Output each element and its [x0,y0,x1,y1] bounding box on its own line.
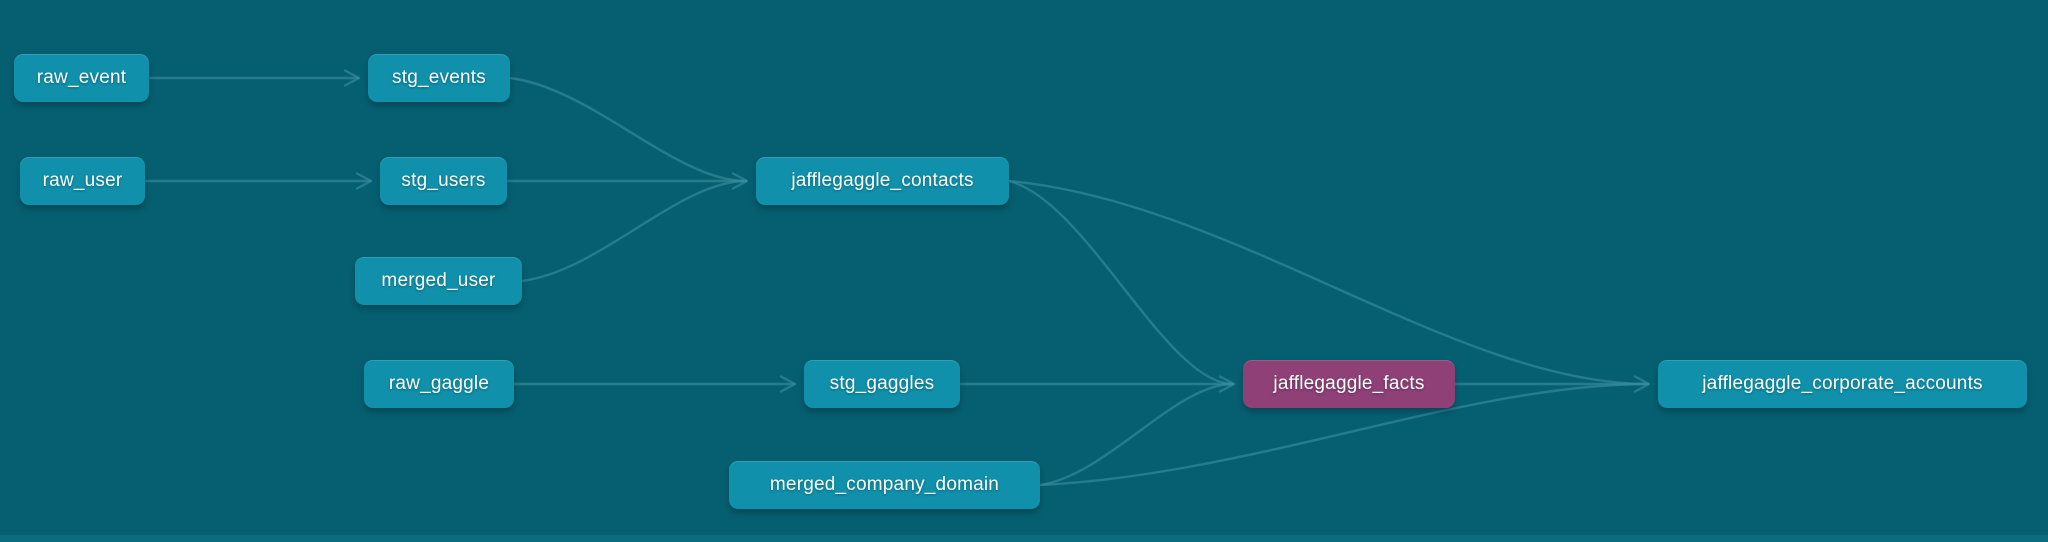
node-raw_event[interactable]: raw_event [14,54,149,102]
node-jafflegaggle_corporate_accounts[interactable]: jafflegaggle_corporate_accounts [1658,360,2027,408]
node-jafflegaggle_facts[interactable]: jafflegaggle_facts [1243,360,1455,408]
node-raw_user[interactable]: raw_user [20,157,145,205]
node-merged_user[interactable]: merged_user [355,257,522,305]
node-stg_users[interactable]: stg_users [380,157,507,205]
node-merged_company_domain[interactable]: merged_company_domain [729,461,1040,509]
arrowhead-into-jafflegaggle_contacts [731,172,749,190]
edge-merged_company_domain-to-jafflegaggle_corporate_accounts [1038,382,1650,487]
node-stg_events[interactable]: stg_events [368,54,510,102]
edge-stg_events-to-jafflegaggle_contacts [508,76,748,183]
edge-merged_user-to-jafflegaggle_contacts [520,179,748,283]
edge-merged_company_domain-to-jafflegaggle_facts [1038,382,1235,487]
arrowhead-into-jafflegaggle_facts [1218,375,1236,393]
canvas-bottom-strip [0,535,2048,542]
arrowhead-into-stg_gaggles [779,375,797,393]
node-jafflegaggle_contacts[interactable]: jafflegaggle_contacts [756,157,1009,205]
arrowhead-into-jafflegaggle_corporate_accounts [1633,375,1651,393]
edge-jafflegaggle_contacts-to-jafflegaggle_facts [1007,179,1235,386]
arrowhead-into-stg_events [343,69,361,87]
node-raw_gaggle[interactable]: raw_gaggle [364,360,514,408]
edge-jafflegaggle_contacts-to-jafflegaggle_corporate_accounts [1007,179,1650,386]
arrowhead-into-stg_users [355,172,373,190]
node-stg_gaggles[interactable]: stg_gaggles [804,360,960,408]
